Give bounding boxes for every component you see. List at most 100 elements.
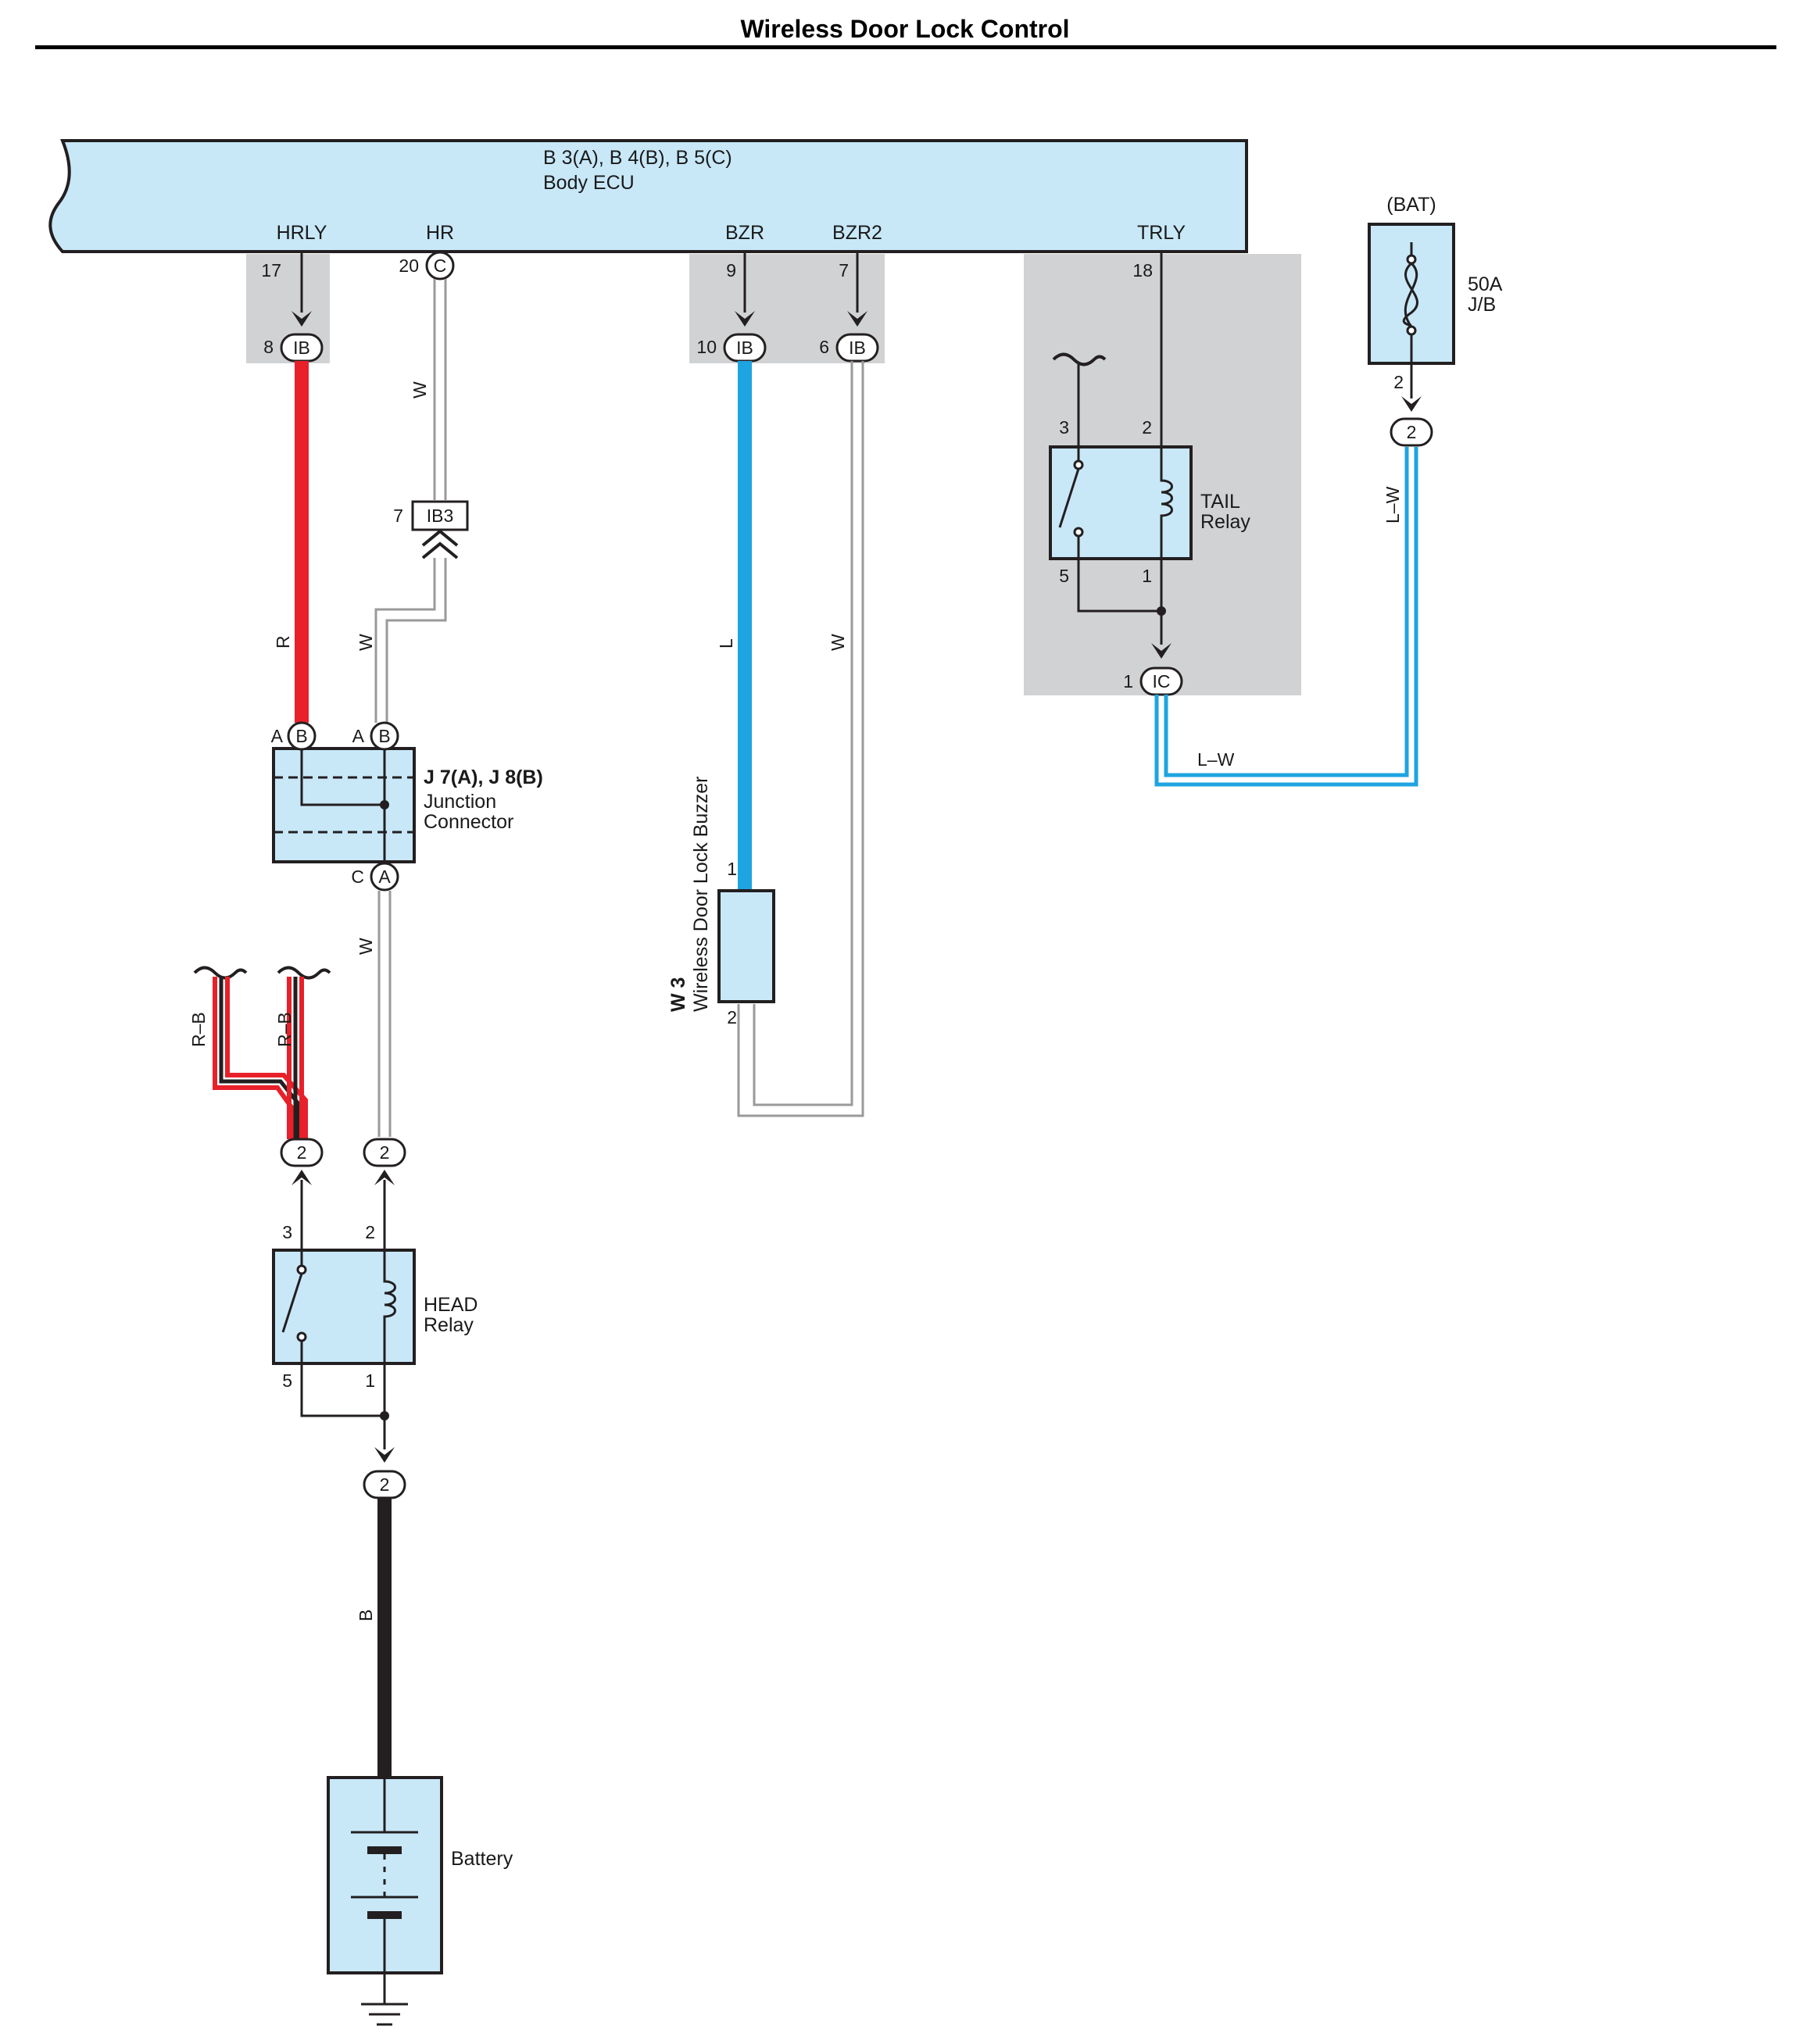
head-conn-right <box>363 1138 406 1167</box>
junction-line2: Connector <box>424 811 513 833</box>
wire-hr-upper <box>433 279 447 500</box>
junction-conn-right <box>370 721 399 751</box>
head-arrow-left <box>292 1170 312 1185</box>
fuse-contact-bottom <box>1406 325 1417 336</box>
terminal-hrly: HRLY <box>277 222 327 244</box>
fuse-block: J/B <box>1468 294 1496 316</box>
fuse-source: (BAT) <box>1386 194 1436 216</box>
hrly-arrow <box>292 311 312 327</box>
buzzer-id: W 3 <box>667 977 689 1012</box>
wire-label-bzr2: W <box>828 634 848 651</box>
junction-conn-left <box>287 721 317 751</box>
tail-pin-2: 2 <box>1142 417 1152 438</box>
diagram-title: Wireless Door Lock Control <box>740 15 1069 43</box>
bzr2-arrow <box>847 311 867 327</box>
tail-pin-3: 3 <box>1059 417 1069 438</box>
head-arrow-right <box>374 1170 395 1185</box>
fuse-icon <box>1402 262 1418 328</box>
wire-label-junction-out: W <box>356 938 376 955</box>
tail-switch <box>1058 447 1080 559</box>
head-conn-bottom-label: 2 <box>380 1474 390 1495</box>
wire-lw-inner <box>1164 447 1409 777</box>
tail-bottom-leads <box>1077 559 1163 645</box>
ecu-name: Body ECU <box>543 172 635 194</box>
wire-label-rb-right: R–B <box>274 1012 295 1047</box>
junction-conn-bottom-label: A <box>378 867 391 887</box>
junction-conn-bottom <box>370 862 399 892</box>
wire-label-b: B <box>356 1610 376 1621</box>
terminal-bzr2: BZR2 <box>832 222 882 244</box>
tail-coil <box>1160 447 1173 559</box>
fuse-icon-2 <box>1404 262 1418 327</box>
junction-pin-right: A <box>352 726 365 746</box>
buzzer-name: Wireless Door Lock Buzzer <box>690 777 712 1012</box>
pin-ic: 1 <box>1123 671 1133 691</box>
head-contact-1 <box>296 1264 307 1275</box>
pin-hr: 20 <box>399 256 419 276</box>
junction-pin-left: A <box>271 726 284 746</box>
wire-hr-lower <box>374 558 447 723</box>
body-ecu-box <box>48 139 1248 253</box>
head-bottom-leads <box>300 1363 386 1449</box>
pin-ib3: 7 <box>393 506 403 526</box>
pin-bzr2: 7 <box>839 260 849 281</box>
ic-label: IC <box>1153 671 1171 691</box>
battery-plate-bottom-short <box>367 1911 402 1919</box>
tail-pin-1: 1 <box>1142 566 1152 586</box>
tail-bottom-node <box>1157 606 1166 616</box>
hr-conn-c-label: C <box>434 256 447 276</box>
pin-bzr: 9 <box>726 260 736 281</box>
tail-feed-break <box>1052 352 1107 366</box>
terminal-bzr: BZR <box>725 222 764 244</box>
head-conn-left-label: 2 <box>297 1142 307 1163</box>
tail-relay-name: TAIL <box>1200 491 1240 513</box>
ib3-chevrons <box>421 529 459 559</box>
buzzer-pin-1: 1 <box>727 859 737 879</box>
head-switch <box>281 1250 303 1363</box>
pin-ib-6: 6 <box>819 337 829 357</box>
fuse-conn <box>1390 417 1433 447</box>
wire-label-lw-v: L–W <box>1383 486 1403 524</box>
head-conn-left <box>280 1138 324 1167</box>
head-conn-right-label: 2 <box>380 1142 390 1163</box>
junction-node <box>380 800 389 809</box>
ground-icon <box>361 2003 408 2026</box>
battery-plate-top-short <box>367 1846 402 1854</box>
head-contact-2 <box>296 1331 307 1342</box>
hr-conn-c <box>425 251 455 281</box>
head-bottom-node <box>380 1411 389 1420</box>
pin-ib-8: 8 <box>263 337 274 357</box>
fuse-pin-out: 2 <box>1393 372 1404 392</box>
fuse-conn-label: 2 <box>1407 422 1417 442</box>
tail-contact-2 <box>1073 527 1084 538</box>
bzr-arrow <box>735 311 755 327</box>
head-pin-1: 1 <box>365 1370 375 1391</box>
junction-line1: Junction <box>424 791 496 813</box>
junction-conn-right-label: B <box>378 726 390 746</box>
rb-right-break <box>277 966 331 980</box>
pin-hrly: 17 <box>261 260 281 281</box>
wire-junction-out <box>377 891 392 1137</box>
head-relay-sub: Relay <box>424 1314 474 1336</box>
tail-pin-5: 5 <box>1059 566 1069 586</box>
pin-trly: 18 <box>1132 260 1153 281</box>
ic-connector <box>1139 666 1183 696</box>
junction-pin-bottom: C <box>351 867 364 887</box>
head-pin-5: 5 <box>282 1370 292 1391</box>
ib-connector-6 <box>835 333 879 363</box>
wire-label-rb-left: R–B <box>188 1012 209 1047</box>
wire-label-lw-h: L–W <box>1197 749 1235 770</box>
ib-label-8: IB <box>293 338 310 358</box>
wire-label-r: R <box>273 635 293 649</box>
battery-label: Battery <box>451 1848 513 1870</box>
head-relay-name: HEAD <box>424 1294 478 1316</box>
head-pin-2: 2 <box>365 1222 375 1242</box>
ib3-label: IB3 <box>427 506 454 526</box>
ib-label-10: IB <box>736 338 753 358</box>
head-pin-3: 3 <box>282 1222 292 1242</box>
buzzer-box <box>717 889 775 1003</box>
terminal-trly: TRLY <box>1137 222 1186 244</box>
terminal-hr: HR <box>426 222 454 244</box>
wire-lw-outer <box>1154 447 1418 787</box>
